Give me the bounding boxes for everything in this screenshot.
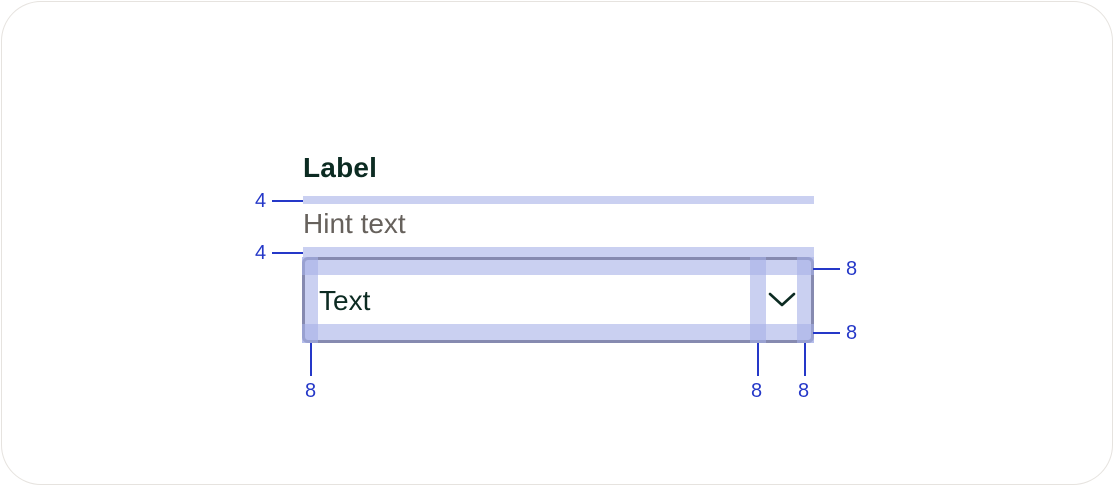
annotation-leader: [272, 252, 303, 254]
annotation-leader: [813, 332, 840, 334]
annotation-padding-bottom: 8: [846, 322, 858, 344]
annotation-leader: [804, 343, 806, 376]
annotation-icon-gap: 8: [751, 380, 763, 402]
annotation-leader: [813, 268, 840, 270]
annotation-leader: [272, 200, 303, 202]
field-label: Label: [303, 152, 378, 183]
annotation-label-hint-gap: 4: [255, 190, 267, 212]
padding-right-overlay: [797, 257, 814, 343]
annotation-leader: [757, 343, 759, 376]
annotation-padding-right: 8: [798, 380, 810, 402]
padding-bottom-overlay: [302, 324, 814, 343]
annotation-leader: [310, 343, 312, 376]
padding-left-overlay: [302, 257, 318, 343]
annotation-padding-top: 8: [846, 258, 858, 280]
icon-gap-overlay: [750, 257, 766, 343]
hint-text: Hint text: [303, 208, 406, 239]
spacing-label-hint: [303, 196, 814, 204]
chevron-down-icon[interactable]: [767, 289, 797, 309]
annotation-padding-left: 8: [305, 380, 317, 402]
annotation-hint-input-gap: 4: [255, 242, 267, 264]
select-value: Text: [319, 285, 371, 316]
spacing-hint-input: [303, 247, 814, 257]
padding-top-overlay: [302, 257, 814, 275]
